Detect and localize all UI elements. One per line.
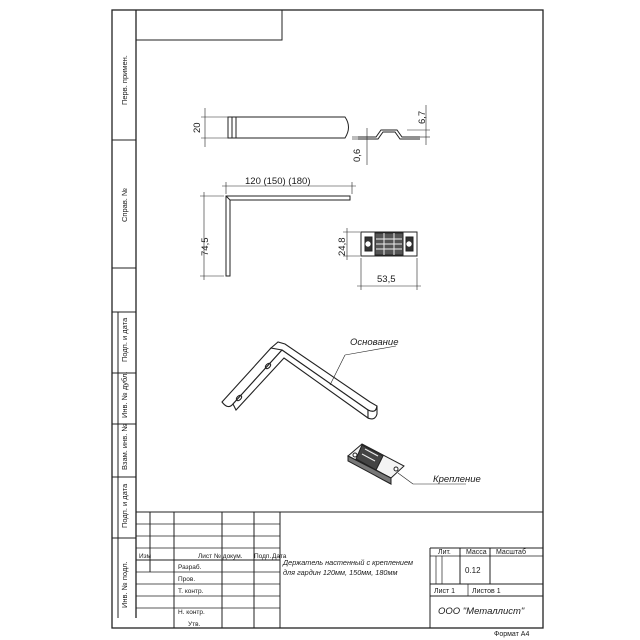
massa-value: 0.12 (465, 566, 481, 575)
header-podp: Подп. (254, 553, 271, 560)
header-list: Лист (198, 553, 212, 560)
sheet-number: Лист 1 (434, 588, 455, 595)
company-name: ООО "Металлист" (438, 606, 525, 617)
role-prov: Пров. (178, 576, 195, 583)
header-izm: Изм (139, 553, 152, 560)
side-label-inv-no-dubl: Инв. № дубл. (120, 372, 129, 418)
isometric-base (221, 341, 397, 420)
drawing-title-line1: Держатель настенный с креплением (282, 558, 413, 567)
side-label-podp-i-data-1: Подп. и дата (120, 317, 129, 362)
dim-thickness: 0,6 (352, 149, 363, 162)
header-doc-no: № докум. (214, 553, 243, 560)
sheet-count: Листов 1 (472, 588, 501, 595)
isometric-mount (347, 443, 466, 485)
sheet-frame (111, 9, 544, 629)
label-base: Основание (350, 337, 398, 348)
massa-label: Масса (466, 549, 487, 556)
title-block-roles: Разраб. Пров. Т. контр. Н. контр. Утв. (178, 563, 205, 628)
format-label: Формат А4 (494, 631, 529, 638)
header-data: Дата (272, 553, 287, 560)
side-strip (112, 139, 136, 618)
dim-mount-height: 24,8 (337, 238, 348, 257)
drawing-title-line2: для гардин 120мм, 150мм, 180мм (283, 568, 398, 577)
top-view-strip (201, 108, 349, 147)
dim-profile-height: 6,7 (417, 111, 428, 124)
role-t-kontr: Т. контр. (178, 588, 204, 595)
role-n-kontr: Н. контр. (178, 609, 205, 616)
side-label-vzam-inv-no: Взам. инв. № (120, 424, 129, 470)
mount-top-view (343, 228, 421, 290)
side-label-sprav-no: Справ. № (120, 188, 129, 222)
label-mount: Крепление (433, 474, 481, 485)
side-view-bracket (200, 182, 356, 280)
side-label-perv-primen: Перв. примен. (120, 55, 129, 105)
role-utv: Утв. (188, 621, 201, 628)
role-razrab: Разраб. (178, 563, 202, 571)
dim-mount-width: 53,5 (377, 274, 396, 285)
dim-length: 120 (150) (180) (245, 176, 310, 187)
side-strip-labels: Перв. примен. Справ. № Подп. и дата Инв.… (120, 55, 129, 608)
lit-label: Лит. (438, 549, 451, 556)
title-block (136, 511, 543, 628)
side-label-inv-no-podl: Инв. № подл. (120, 561, 129, 608)
title-block-headers: Изм Лист № докум. Подп. Дата (139, 553, 287, 560)
dim-height: 74,5 (200, 238, 211, 257)
masshtab-label: Масштаб (496, 548, 526, 556)
dim-width-top: 20 (192, 122, 203, 133)
mount-profile (352, 105, 430, 165)
side-label-podp-i-data-2: Подп. и дата (120, 483, 129, 528)
